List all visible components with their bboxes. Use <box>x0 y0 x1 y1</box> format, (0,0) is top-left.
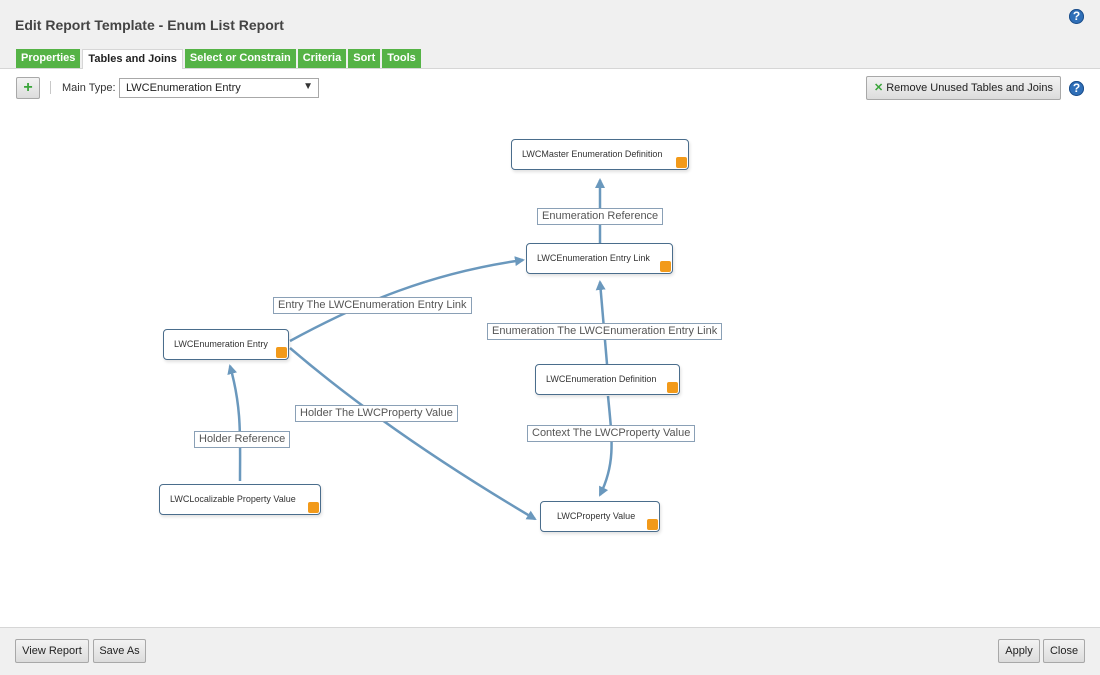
add-table-button[interactable]: + <box>16 77 40 99</box>
join-edge-entry-link[interactable] <box>289 256 525 343</box>
tab-select-or-constrain[interactable]: Select or Constrain <box>184 49 296 68</box>
remove-unused-label: Remove Unused Tables and Joins <box>886 82 1053 94</box>
tab-bar: Properties Tables and Joins Select or Co… <box>16 49 423 69</box>
node-options-marker[interactable] <box>276 347 287 358</box>
remove-icon: ✕ <box>874 82 884 94</box>
node-options-marker[interactable] <box>676 157 687 168</box>
tab-tables-and-joins[interactable]: Tables and Joins <box>82 49 183 69</box>
main-type-label: Main Type: <box>62 82 116 94</box>
dialog-header: Edit Report Template - Enum List Report … <box>0 0 1100 69</box>
join-diagram-canvas[interactable]: LWCMaster Enumeration Definition LWCEnum… <box>0 108 1100 626</box>
table-node-label: LWCEnumeration Entry Link <box>537 253 650 263</box>
table-node-label: LWCMaster Enumeration Definition <box>522 149 663 159</box>
join-label-context-property-value[interactable]: Context The LWCProperty Value <box>527 425 696 442</box>
toolbar: + Main Type: LWCEnumeration Entry ▼ ✕Rem… <box>0 69 1100 107</box>
apply-button[interactable]: Apply <box>998 639 1040 663</box>
tab-properties[interactable]: Properties <box>16 49 81 68</box>
table-node-label: LWCLocalizable Property Value <box>170 494 296 504</box>
chevron-down-icon: ▼ <box>303 81 313 92</box>
table-node-label: LWCProperty Value <box>557 511 636 521</box>
node-options-marker[interactable] <box>647 519 658 530</box>
join-label-holder-property-value[interactable]: Holder The LWCProperty Value <box>295 405 458 422</box>
table-node-enumeration-definition[interactable]: LWCEnumeration Definition <box>535 364 680 395</box>
save-as-button[interactable]: Save As <box>93 639 146 663</box>
table-node-master-enumeration-definition[interactable]: LWCMaster Enumeration Definition <box>511 139 689 170</box>
join-label-enumeration-entry-link[interactable]: Enumeration The LWCEnumeration Entry Lin… <box>487 323 723 340</box>
join-edge-holder-property-value[interactable] <box>289 347 537 521</box>
toolbar-divider <box>50 81 51 94</box>
tab-criteria[interactable]: Criteria <box>297 49 347 68</box>
table-node-localizable-property-value[interactable]: LWCLocalizable Property Value <box>159 484 321 515</box>
close-button[interactable]: Close <box>1043 639 1085 663</box>
join-edges <box>227 178 613 521</box>
remove-unused-tables-button[interactable]: ✕Remove Unused Tables and Joins <box>866 76 1061 100</box>
table-node-enumeration-entry[interactable]: LWCEnumeration Entry <box>163 329 289 360</box>
view-report-button[interactable]: View Report <box>15 639 89 663</box>
node-options-marker[interactable] <box>308 502 319 513</box>
table-node-label: LWCEnumeration Entry <box>174 339 268 349</box>
main-type-select[interactable]: LWCEnumeration Entry ▼ <box>119 78 319 98</box>
join-edge-holder-reference[interactable] <box>227 364 242 482</box>
node-options-marker[interactable] <box>667 382 678 393</box>
join-label-holder-reference[interactable]: Holder Reference <box>194 431 291 448</box>
toolbar-help-icon[interactable]: ? <box>1069 81 1084 96</box>
tab-sort[interactable]: Sort <box>348 49 381 68</box>
tab-tools[interactable]: Tools <box>382 49 421 68</box>
table-node-property-value[interactable]: LWCProperty Value <box>540 501 660 532</box>
plus-icon: + <box>23 79 33 96</box>
help-icon[interactable]: ? <box>1069 9 1084 24</box>
join-edge-context-property-value[interactable] <box>598 395 613 497</box>
main-type-value: LWCEnumeration Entry <box>126 82 241 94</box>
node-options-marker[interactable] <box>660 261 671 272</box>
dialog-title: Edit Report Template - Enum List Report <box>15 17 284 33</box>
join-label-enumeration-reference[interactable]: Enumeration Reference <box>537 208 664 225</box>
table-node-label: LWCEnumeration Definition <box>546 374 657 384</box>
dialog-footer: View Report Save As Apply Close <box>0 627 1100 675</box>
table-node-enumeration-entry-link[interactable]: LWCEnumeration Entry Link <box>526 243 673 274</box>
join-label-entry-link[interactable]: Entry The LWCEnumeration Entry Link <box>273 297 472 314</box>
